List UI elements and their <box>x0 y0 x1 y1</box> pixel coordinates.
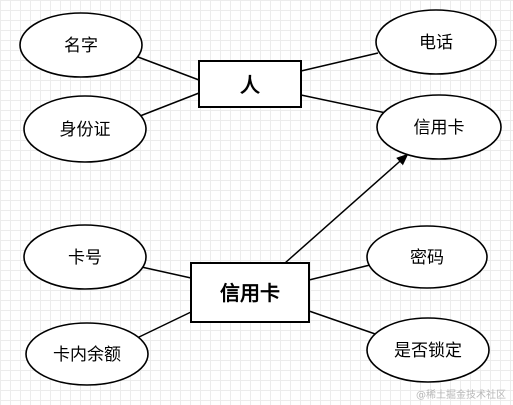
attribute-card-number: 卡号 <box>23 224 147 290</box>
attribute-phone-label: 电话 <box>419 33 453 53</box>
edge-creditcard-locked <box>308 310 382 337</box>
attribute-locked-label: 是否锁定 <box>394 341 462 361</box>
attribute-name: 名字 <box>19 12 143 78</box>
attribute-person-credit-card: 信用卡 <box>376 94 502 160</box>
attribute-card-number-label: 卡号 <box>68 248 102 268</box>
attribute-phone: 电话 <box>375 9 497 75</box>
entity-person: 人 <box>198 60 302 108</box>
connectors <box>136 52 409 339</box>
attribute-locked-ellipse <box>366 317 490 383</box>
attribute-card-balance: 卡内余额 <box>25 322 149 386</box>
entity-credit-card: 信用卡 <box>190 262 310 323</box>
attribute-person-credit-card-label: 信用卡 <box>414 118 465 138</box>
entity-person-box <box>198 60 302 108</box>
attribute-password-ellipse <box>366 225 488 289</box>
attribute-phone-ellipse <box>375 9 497 75</box>
edge-idcard-person <box>139 92 200 117</box>
attribute-password: 密码 <box>366 225 488 289</box>
attribute-id-card: 身份证 <box>23 95 147 163</box>
attribute-locked: 是否锁定 <box>366 317 490 383</box>
attribute-id-card-ellipse <box>23 95 147 163</box>
attribute-card-balance-ellipse <box>25 322 149 386</box>
edge-cardnumber-creditcard <box>136 265 192 279</box>
attribute-card-number-ellipse <box>23 224 147 290</box>
attribute-id-card-label: 身份证 <box>60 120 111 140</box>
edge-name-person <box>137 56 200 81</box>
edge-balance-creditcard <box>136 311 192 339</box>
attribute-name-ellipse <box>19 12 143 78</box>
attribute-name-label: 名字 <box>64 36 98 56</box>
entity-credit-card-box <box>190 262 310 323</box>
edge-person-creditcard-attr <box>300 94 387 114</box>
arrow-creditcard-to-person <box>284 153 409 264</box>
watermark: @稀土掘金技术社区 <box>416 388 506 401</box>
attribute-card-balance-label: 卡内余额 <box>53 345 121 365</box>
attribute-person-credit-card-ellipse <box>376 94 502 160</box>
attribute-password-label: 密码 <box>410 248 444 268</box>
entity-person-label: 人 <box>240 73 261 97</box>
entity-credit-card-label: 信用卡 <box>220 281 280 305</box>
edge-person-phone <box>300 52 379 72</box>
edge-creditcard-password <box>308 264 371 281</box>
